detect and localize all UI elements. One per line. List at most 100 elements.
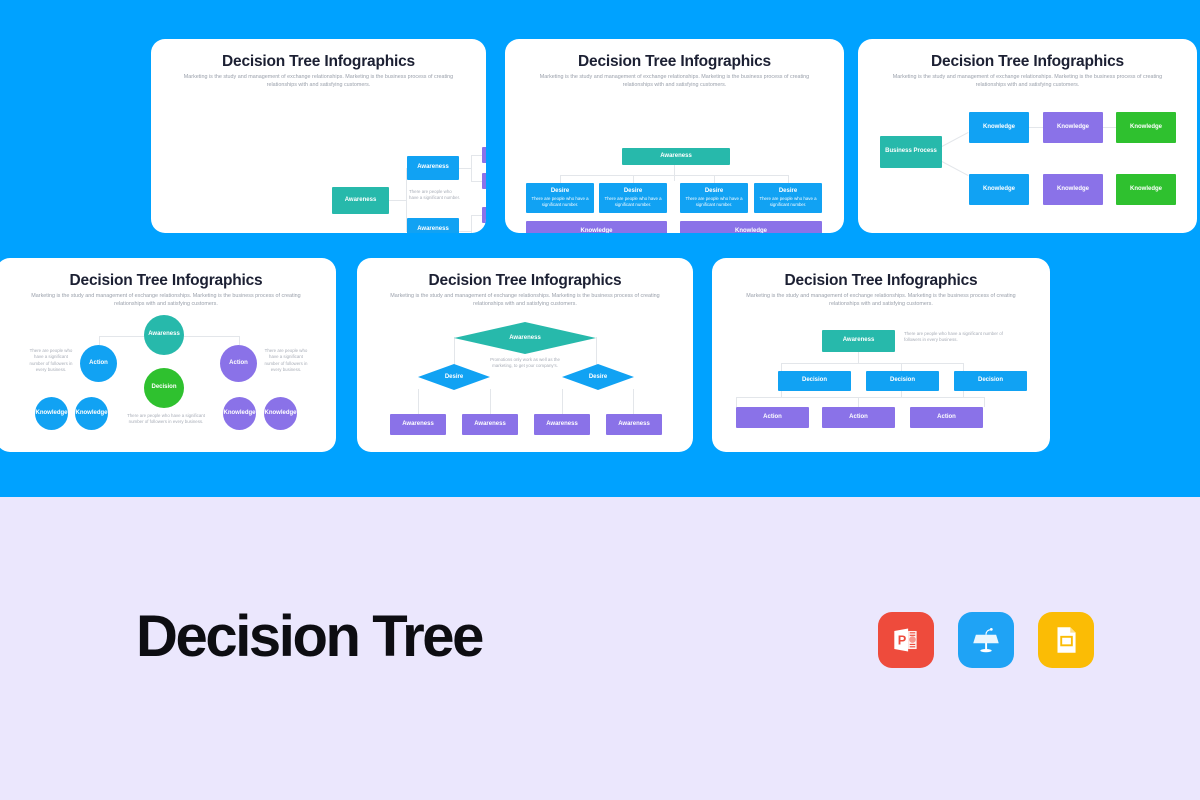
card-3-title: Decision Tree Infographics [931, 53, 1124, 70]
connector [99, 336, 100, 345]
connector [714, 175, 715, 183]
node-label: Action [849, 413, 868, 420]
node-knowledge-1[interactable]: Knowledge There are people who have a si… [526, 221, 667, 233]
node-awareness-leaf-4[interactable]: Awareness [606, 414, 662, 435]
node-knowledge-r2[interactable]: Knowledge [264, 397, 297, 430]
node-label: Action [937, 413, 956, 420]
connector [471, 181, 483, 182]
node-label: Knowledge [1056, 185, 1089, 192]
connector [781, 363, 782, 371]
node-awareness-leaf-2[interactable]: Awareness [462, 414, 518, 435]
node-label: Desire [550, 187, 570, 194]
connector [560, 175, 789, 176]
node-awareness-root[interactable]: Awareness [332, 187, 389, 214]
node-label: Decision [801, 377, 827, 384]
node-label: Action [89, 359, 108, 366]
card-4-note-bottom: There are people who have a significant … [127, 413, 205, 425]
node-decision-1[interactable]: Decision [778, 371, 851, 391]
node-awareness-l1b[interactable]: Awareness [407, 218, 459, 233]
node-awareness-leaf-1[interactable]: Awareness [390, 414, 446, 435]
node-knowledge-l2[interactable]: Knowledge [75, 397, 108, 430]
card-3-business-process[interactable]: Decision Tree Infographics Marketing is … [858, 39, 1197, 233]
node-label: Knowledge [223, 409, 256, 416]
node-knowledge-r2c2[interactable]: Knowledge [1043, 174, 1103, 205]
node-desc: There are people who have a significant … [685, 196, 743, 208]
node-label: Knowledge [1056, 123, 1089, 130]
node-decision[interactable]: Decision [144, 368, 184, 408]
diamond-awareness-root[interactable]: Awareness [454, 322, 596, 354]
connector [939, 160, 969, 176]
node-label: Knowledge [35, 409, 68, 416]
card-4-circles[interactable]: Decision Tree Infographics Marketing is … [0, 258, 336, 452]
node-label: Desire [623, 187, 643, 194]
connector [458, 168, 472, 169]
node-decision-2[interactable]: Decision [866, 371, 939, 391]
node-label: Knowledge [580, 228, 613, 233]
node-action-3[interactable]: Action [910, 407, 983, 428]
node-desc: There are people who have a significant … [759, 196, 817, 208]
node-knowledge-l1[interactable]: Knowledge [35, 397, 68, 430]
node-action-2[interactable]: Action [822, 407, 895, 428]
card-2-vertical-tree[interactable]: Decision Tree Infographics Marketing is … [505, 39, 844, 233]
node-action-1[interactable]: Action [736, 407, 809, 428]
node-knowledge-r2c3[interactable]: Knowledge [1116, 174, 1176, 205]
node-awareness-l2c[interactable]: Awareness [482, 207, 486, 223]
node-desire-3[interactable]: Desire There are people who have a signi… [680, 183, 748, 213]
connector [239, 336, 240, 345]
node-awareness-leaf-3[interactable]: Awareness [534, 414, 590, 435]
connector [736, 397, 737, 407]
connector [458, 231, 472, 232]
node-label: Knowledge [75, 409, 108, 416]
node-desc: There are people who have a significant … [604, 196, 662, 208]
card-4-subtitle: Marketing is the study and management of… [31, 293, 301, 308]
node-label: Awareness [509, 335, 541, 341]
node-label: Action [229, 359, 248, 366]
connector [471, 155, 472, 181]
node-label: Awareness [417, 226, 449, 233]
page-title: Decision Tree [136, 604, 484, 669]
node-decision-3[interactable]: Decision [954, 371, 1027, 391]
node-awareness-l1a[interactable]: Awareness [407, 156, 459, 180]
card-4-note-right: There are people who have a significant … [264, 348, 308, 373]
node-knowledge-r2c1[interactable]: Knowledge [969, 174, 1029, 205]
card-1-title: Decision Tree Infographics [222, 53, 415, 70]
node-awareness-root[interactable]: Awareness [622, 148, 730, 165]
node-label: Business Process [885, 148, 937, 155]
connector [963, 363, 964, 371]
powerpoint-icon[interactable]: P [878, 612, 934, 668]
node-knowledge-r1c2[interactable]: Knowledge [1043, 112, 1103, 143]
node-knowledge-2[interactable]: Knowledge There are people who have a si… [680, 221, 822, 233]
node-desc: There are people who have a significant … [531, 196, 589, 208]
node-awareness-l2b[interactable]: Awareness [482, 173, 486, 189]
card-4-note-left: There are people who have a significant … [29, 348, 73, 373]
card-4-title: Decision Tree Infographics [69, 272, 263, 289]
card-6-note: There are people who have a significant … [904, 331, 1003, 343]
node-awareness[interactable]: Awareness [144, 315, 184, 355]
connector [858, 351, 859, 363]
node-awareness-root[interactable]: Awareness [822, 330, 895, 352]
node-label: Knowledge [1129, 123, 1162, 130]
node-desire-2[interactable]: Desire There are people who have a signi… [599, 183, 667, 213]
node-label: Awareness [148, 331, 180, 338]
connector [633, 389, 634, 417]
connector [901, 363, 902, 371]
node-knowledge-r1[interactable]: Knowledge [223, 397, 256, 430]
card-6-three-level[interactable]: Decision Tree Infographics Marketing is … [712, 258, 1050, 452]
connector [736, 397, 984, 398]
keynote-icon[interactable] [958, 612, 1014, 668]
card-1-horizontal-tree[interactable]: Decision Tree Infographics Marketing is … [151, 39, 486, 233]
node-business-process[interactable]: Business Process [880, 136, 942, 168]
google-slides-icon[interactable] [1038, 612, 1094, 668]
node-label: Awareness [842, 337, 875, 344]
node-desire-1[interactable]: Desire There are people who have a signi… [526, 183, 594, 213]
diamond-desire-left[interactable]: Desire [418, 364, 490, 390]
node-action-left[interactable]: Action [80, 345, 117, 382]
node-knowledge-r1c1[interactable]: Knowledge [969, 112, 1029, 143]
node-awareness-l2a[interactable]: Awareness [482, 147, 486, 163]
connector [963, 389, 964, 397]
card-5-diamonds[interactable]: Decision Tree Infographics Marketing is … [357, 258, 693, 452]
node-knowledge-r1c3[interactable]: Knowledge [1116, 112, 1176, 143]
node-action-right[interactable]: Action [220, 345, 257, 382]
diamond-desire-right[interactable]: Desire [562, 364, 634, 390]
node-desire-4[interactable]: Desire There are people who have a signi… [754, 183, 822, 213]
